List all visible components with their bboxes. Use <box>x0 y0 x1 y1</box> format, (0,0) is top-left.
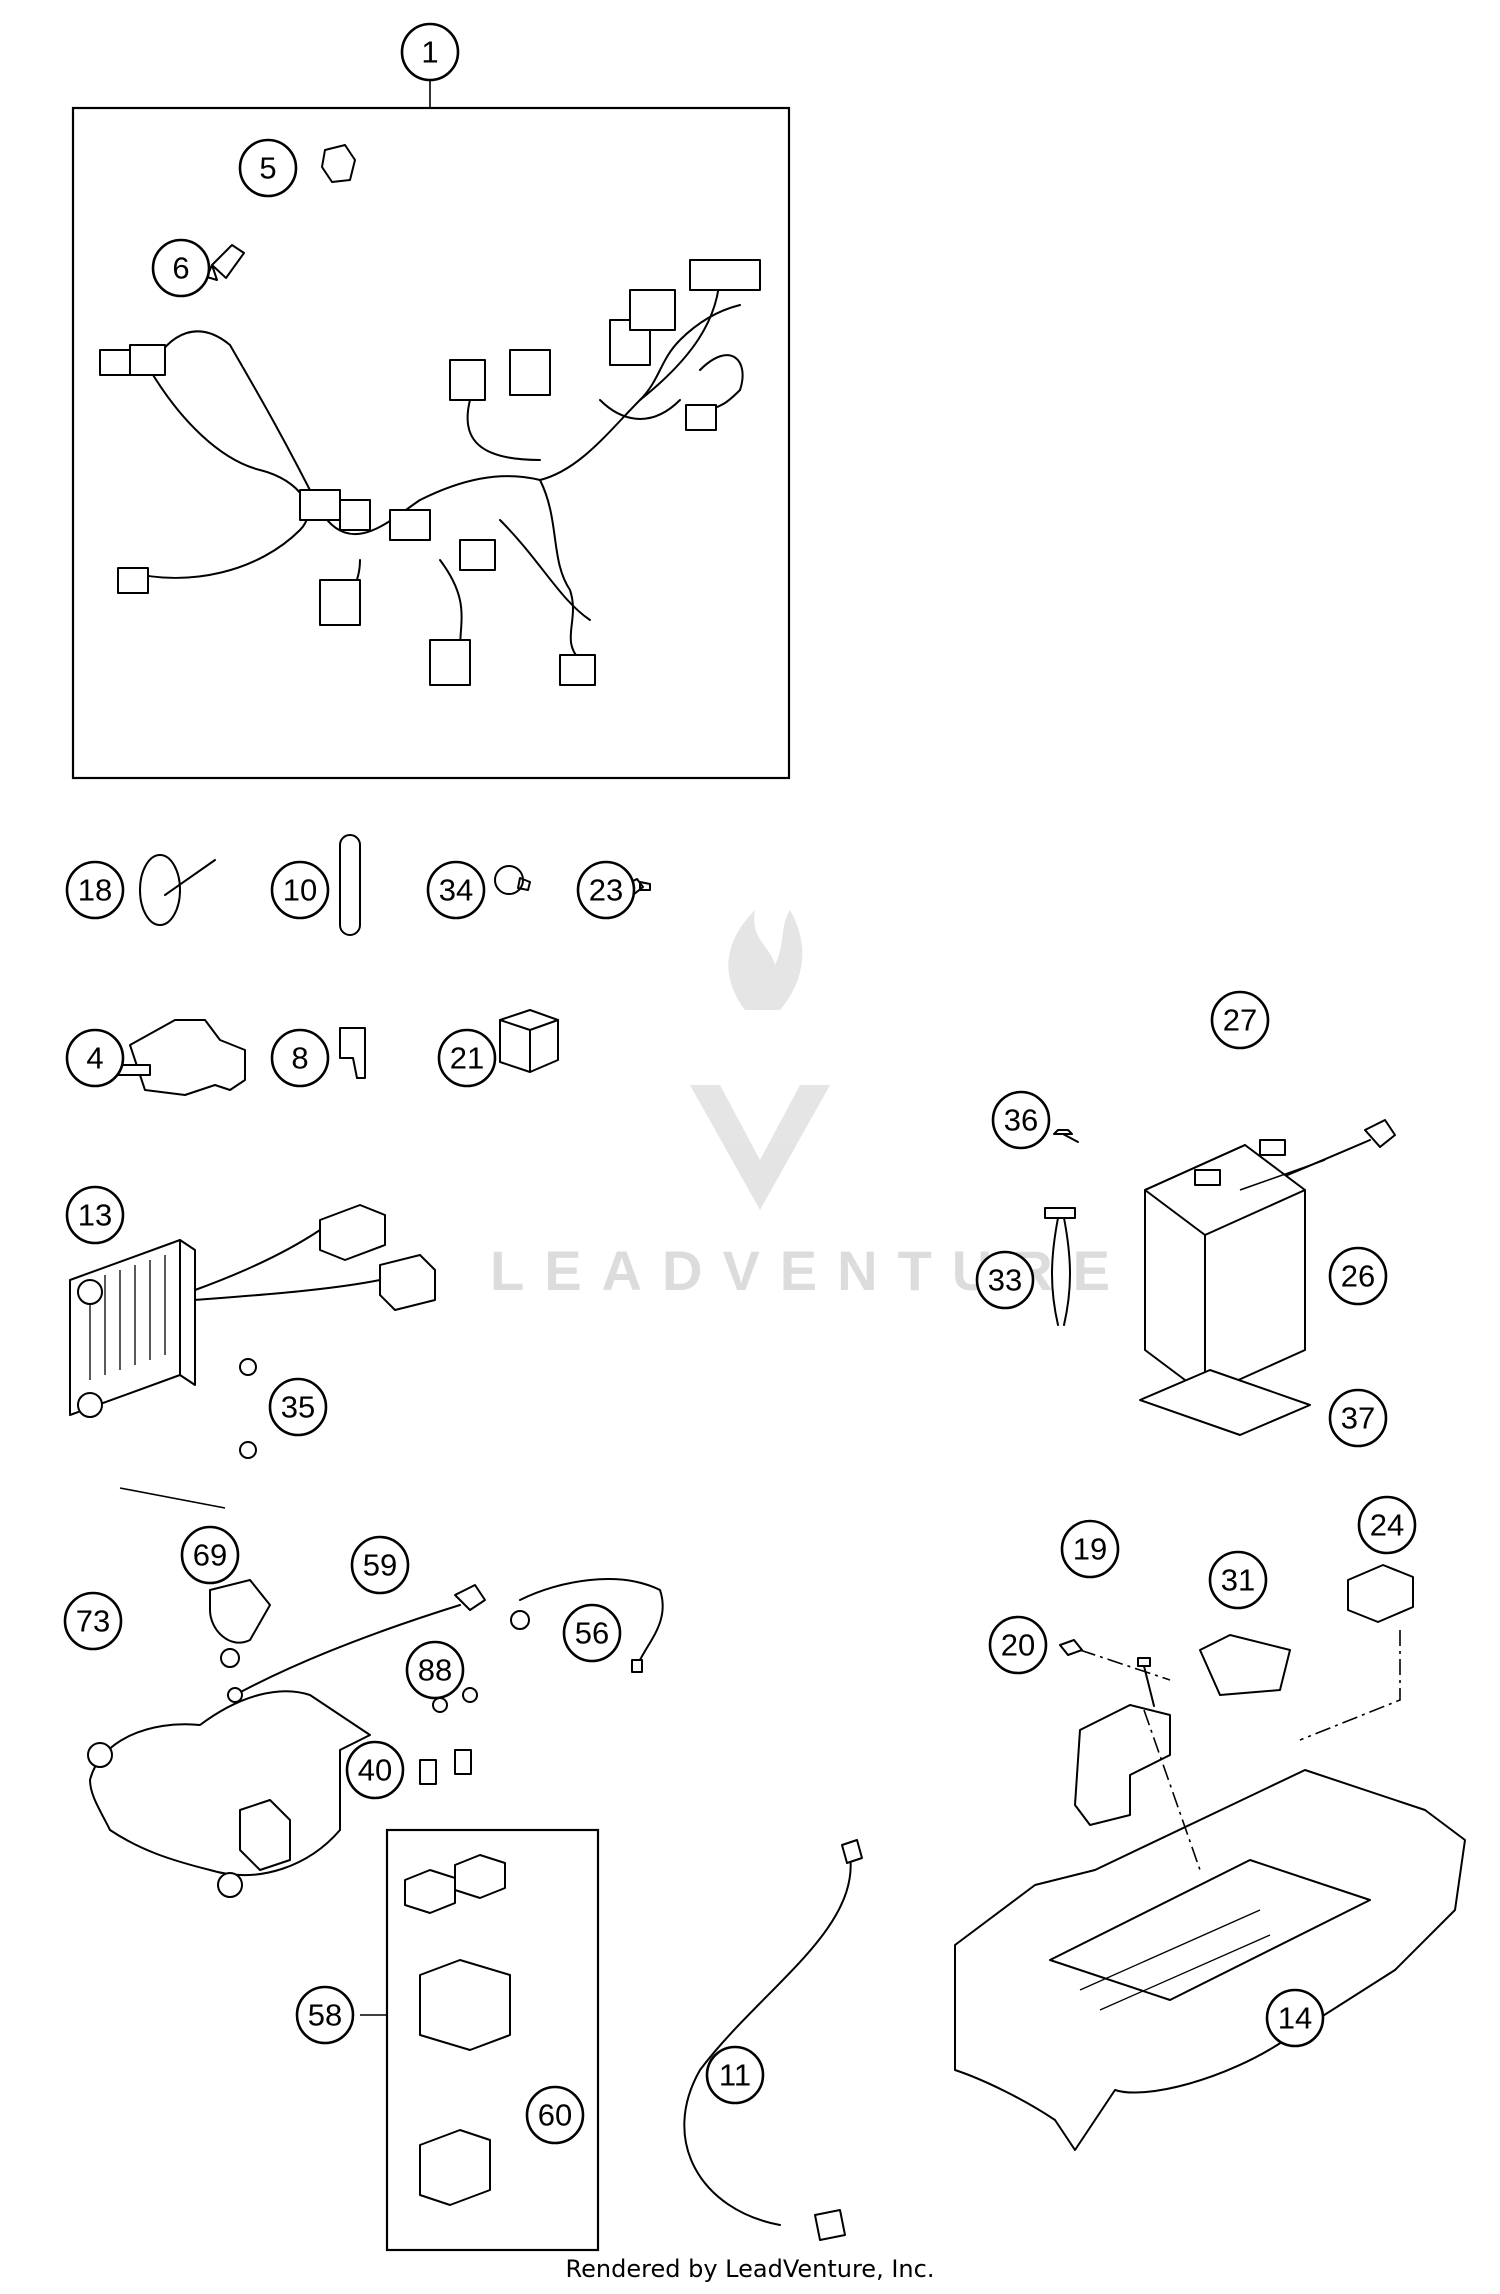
cable-tie <box>139 854 216 926</box>
svg-text:1: 1 <box>421 35 438 70</box>
callout-14: 14 <box>1265 1988 1325 2048</box>
callout-40: 40 <box>345 1740 405 1800</box>
svg-text:19: 19 <box>1073 1532 1107 1567</box>
screw-35 <box>239 1358 257 1459</box>
svg-text:8: 8 <box>291 1041 308 1076</box>
callout-37: 37 <box>1328 1388 1388 1448</box>
cable-56 <box>510 1578 664 1673</box>
svg-text:60: 60 <box>538 2098 572 2133</box>
harness-frame <box>71 106 791 780</box>
callout-23: 23 <box>576 860 636 920</box>
voltage-regulator <box>69 1204 436 1418</box>
nut-20 <box>1059 1639 1083 1656</box>
footer-credit: Rendered by LeadVenture, Inc. <box>565 2255 935 2283</box>
svg-text:73: 73 <box>76 1604 110 1639</box>
holder-31 <box>1074 1634 1291 1826</box>
strap-10 <box>339 834 361 936</box>
callout-31: 31 <box>1208 1550 1268 1610</box>
callout-26: 26 <box>1328 1246 1388 1306</box>
svg-text:37: 37 <box>1341 1401 1375 1436</box>
svg-text:31: 31 <box>1221 1563 1255 1598</box>
svg-text:23: 23 <box>589 873 623 908</box>
harness-branch <box>119 369 309 579</box>
svg-text:56: 56 <box>575 1616 609 1651</box>
callout-1: 1 <box>400 22 460 82</box>
svg-text:24: 24 <box>1370 1508 1404 1543</box>
relay-21 <box>499 1009 559 1073</box>
callout-11: 11 <box>705 2045 765 2105</box>
callout-13: 13 <box>65 1185 125 1245</box>
svg-text:20: 20 <box>1001 1628 1035 1663</box>
clip-34 <box>494 865 531 895</box>
battery-26 <box>1144 1139 1306 1396</box>
callout-34: 34 <box>426 860 486 920</box>
starter-cable-59 <box>227 1584 486 1703</box>
callout-36: 36 <box>991 1090 1051 1150</box>
relay-24 <box>1347 1564 1414 1623</box>
callout-18: 18 <box>65 860 125 920</box>
svg-text:35: 35 <box>281 1390 315 1425</box>
watermark-text: LEADVENTURE <box>490 1239 1130 1302</box>
svg-text:18: 18 <box>78 873 112 908</box>
callout-20: 20 <box>988 1615 1048 1675</box>
callout-10: 10 <box>270 860 330 920</box>
svg-text:36: 36 <box>1004 1103 1038 1138</box>
callout-21: 21 <box>437 1028 497 1088</box>
screw-19 <box>1137 1657 1155 1707</box>
svg-text:69: 69 <box>193 1538 227 1573</box>
svg-text:10: 10 <box>283 873 317 908</box>
starter-motor <box>87 1690 371 1898</box>
svg-text:4: 4 <box>86 1041 103 1076</box>
callout-73: 73 <box>63 1591 123 1651</box>
callout-19: 19 <box>1060 1519 1120 1579</box>
callout-33: 33 <box>975 1250 1035 1310</box>
svg-text:26: 26 <box>1341 1259 1375 1294</box>
plate-8 <box>339 1027 366 1079</box>
hose-33 <box>1044 1207 1076 1326</box>
callout-58: 58 <box>295 1985 355 2045</box>
svg-text:5: 5 <box>259 151 276 186</box>
svg-text:40: 40 <box>358 1753 392 1788</box>
svg-text:21: 21 <box>450 1041 484 1076</box>
callout-4: 4 <box>65 1028 125 1088</box>
cap-69 <box>209 1579 271 1644</box>
cable-11 <box>683 1839 863 2241</box>
callout-69: 69 <box>180 1525 240 1585</box>
callout-6: 6 <box>151 238 211 298</box>
svg-text:6: 6 <box>172 251 189 286</box>
battery-box-14 <box>954 1769 1466 2151</box>
svg-text:59: 59 <box>363 1548 397 1583</box>
wiring-harness-kit <box>71 71 791 780</box>
screw-36 <box>1053 1129 1079 1143</box>
callout-88: 88 <box>405 1640 465 1700</box>
pad-37 <box>1139 1369 1311 1436</box>
fuses-40 <box>419 1749 472 1785</box>
callout-27: 27 <box>1210 990 1270 1050</box>
callout-60: 60 <box>525 2085 585 2145</box>
callout-56: 56 <box>562 1603 622 1663</box>
svg-text:11: 11 <box>719 2058 751 2093</box>
relay-kit <box>360 1828 600 2252</box>
svg-text:33: 33 <box>988 1263 1022 1298</box>
callout-59: 59 <box>350 1535 410 1595</box>
bracket-4 <box>109 1019 246 1096</box>
callout-35: 35 <box>268 1377 328 1437</box>
svg-text:14: 14 <box>1278 2001 1312 2036</box>
svg-text:34: 34 <box>439 873 473 908</box>
callout-5: 5 <box>238 138 298 198</box>
svg-text:88: 88 <box>418 1653 452 1688</box>
svg-text:27: 27 <box>1223 1003 1257 1038</box>
callout-24: 24 <box>1357 1495 1417 1555</box>
callout-8: 8 <box>270 1028 330 1088</box>
svg-text:58: 58 <box>308 1998 342 2033</box>
nut-73 <box>220 1648 240 1668</box>
svg-text:13: 13 <box>78 1198 112 1233</box>
